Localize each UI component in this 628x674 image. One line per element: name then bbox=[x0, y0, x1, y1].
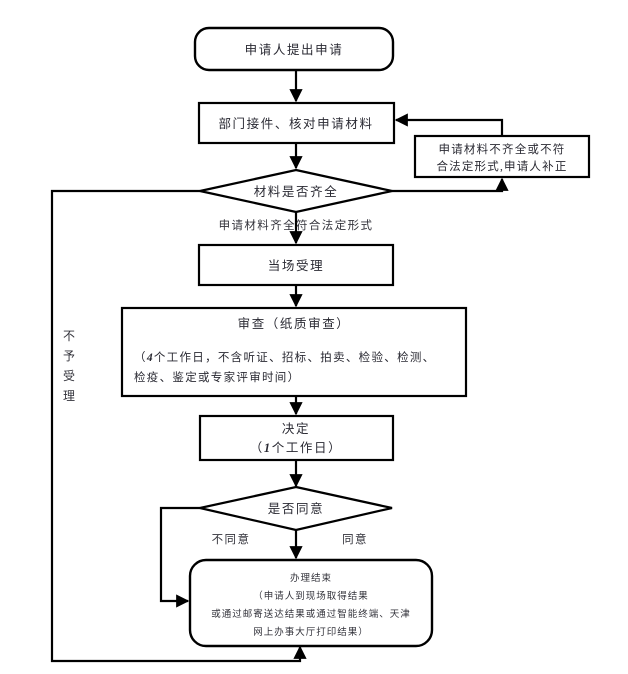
node-decide-line2-num: 1 bbox=[264, 441, 272, 455]
not-accepted-char-0: 不 bbox=[63, 329, 75, 343]
node-check-decision-shape bbox=[199, 168, 393, 214]
node-agree-decision[interactable]: 是否同意 bbox=[199, 485, 393, 532]
node-supplement-shape bbox=[413, 134, 591, 179]
node-decide[interactable]: 决定 （1个工作日） bbox=[198, 414, 395, 462]
node-review-shape bbox=[120, 306, 468, 398]
node-review-body-line1-prefix: （ bbox=[134, 351, 147, 364]
not-accepted-char-2: 受 bbox=[63, 369, 75, 383]
node-decide-line2-rest: 个工作日） bbox=[272, 441, 343, 455]
edge-label-materials-complete: 申请材料齐全符合法定形式 bbox=[219, 218, 374, 232]
not-accepted-char-1: 予 bbox=[63, 349, 75, 363]
edge-check-to-supplement bbox=[392, 177, 509, 193]
node-finish-shape bbox=[188, 558, 434, 648]
node-receive-label: 部门接件、核对申请材料 bbox=[218, 116, 373, 131]
node-agree-decision-shape bbox=[199, 485, 393, 532]
node-decide-shape bbox=[198, 414, 395, 462]
node-review-body-line1: （4个工作日，不含听证、招标、拍卖、检验、检测、 bbox=[134, 350, 435, 364]
node-start-shape bbox=[193, 26, 395, 72]
node-accept-label: 当场受理 bbox=[268, 259, 324, 273]
node-check-decision[interactable]: 材料是否齐全 bbox=[199, 168, 393, 214]
node-supplement[interactable]: 申请材料不齐全或不符 合法定形式,申请人补正 bbox=[413, 134, 591, 179]
node-receive-shape bbox=[197, 101, 396, 145]
edge-label-not-accepted: 不 予 受 理 bbox=[63, 329, 75, 403]
connectors bbox=[50, 70, 509, 663]
edge-label-agree: 同意 bbox=[342, 532, 368, 546]
node-agree-decision-label: 是否同意 bbox=[268, 501, 324, 516]
node-review-body-line1-num: 4 bbox=[146, 352, 154, 364]
edge-supplement-to-receive bbox=[394, 113, 504, 136]
node-review[interactable]: 审查（纸质审查） （4个工作日，不含听证、招标、拍卖、检验、检测、 检疫、鉴定或… bbox=[120, 306, 468, 398]
node-finish-line2: （申请人到现场取得结果 bbox=[253, 590, 369, 602]
node-receive[interactable]: 部门接件、核对申请材料 bbox=[197, 101, 396, 145]
node-supplement-line1: 申请材料不齐全或不符 bbox=[439, 142, 566, 156]
edge-not-accepted-rail bbox=[50, 189, 307, 663]
node-finish-line1: 办理结束 bbox=[290, 572, 332, 584]
node-finish-line3: 或通过邮寄送达结果或通过智能终端、天津 bbox=[211, 608, 411, 620]
node-accept[interactable]: 当场受理 bbox=[197, 243, 395, 287]
node-review-body-line2: 检疫、鉴定或专家评审时间） bbox=[134, 370, 300, 384]
node-decide-line1: 决定 bbox=[282, 421, 310, 436]
edge-label-disagree: 不同意 bbox=[212, 532, 251, 546]
node-start[interactable]: 申请人提出申请 bbox=[193, 26, 395, 72]
node-accept-shape bbox=[197, 243, 395, 287]
node-decide-line2: （1个工作日） bbox=[250, 441, 342, 455]
node-start-label: 申请人提出申请 bbox=[245, 42, 344, 57]
node-review-title: 审查（纸质审查） bbox=[238, 316, 351, 331]
node-check-decision-label: 材料是否齐全 bbox=[254, 184, 339, 199]
node-decide-line2-prefix: （ bbox=[250, 441, 264, 455]
node-finish[interactable]: 办理结束 （申请人到现场取得结果 或通过邮寄送达结果或通过智能终端、天津 网上办… bbox=[188, 558, 434, 648]
node-review-body-line1-rest: 个工作日，不含听证、招标、拍卖、检验、检测、 bbox=[154, 350, 436, 364]
not-accepted-char-3: 理 bbox=[63, 389, 75, 403]
edge-disagree-to-finish bbox=[159, 506, 200, 608]
node-supplement-line2: 合法定形式,申请人补正 bbox=[436, 159, 567, 173]
node-finish-line4: 网上办事大厅打印结果） bbox=[253, 626, 369, 638]
